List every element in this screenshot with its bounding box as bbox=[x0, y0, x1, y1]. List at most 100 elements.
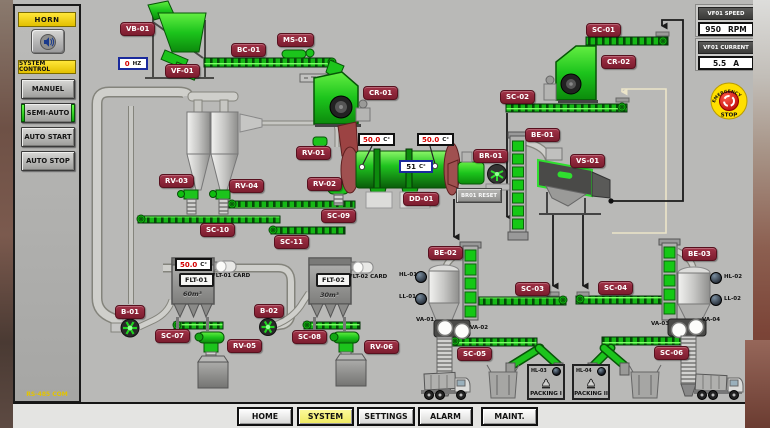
level-indicator-hl01 bbox=[415, 271, 427, 283]
valve-va02 bbox=[453, 322, 471, 340]
photo-border-corner bbox=[745, 340, 770, 428]
dust-bins bbox=[197, 353, 367, 389]
conveyor-sc10 bbox=[137, 215, 281, 224]
equipment-tag-rv-03: RV-03 bbox=[159, 174, 194, 188]
conveyor-sc02 bbox=[505, 103, 628, 113]
equipment-tag-sc-05: SC-05 bbox=[457, 347, 492, 361]
mini-label-va-03: VA-03 bbox=[651, 321, 670, 327]
mini-label-30m-: 30m³ bbox=[320, 291, 339, 299]
fan-b02 bbox=[259, 318, 277, 336]
crusher-cr02 bbox=[543, 45, 598, 103]
horn-header: HORN bbox=[18, 12, 76, 27]
equipment-tag-rv-04: RV-04 bbox=[229, 179, 264, 193]
equipment-tag-sc-07: SC-07 bbox=[155, 329, 190, 343]
equipment-tag-sc-11: SC-11 bbox=[274, 235, 309, 249]
packing-station-1: HL-03 PACKING I bbox=[527, 364, 565, 400]
conveyor-sc05 bbox=[451, 337, 538, 347]
photo-border-right bbox=[753, 0, 770, 428]
equipment-tag-vb-01: VB-01 bbox=[120, 22, 156, 36]
manuel-button[interactable]: MANUEL bbox=[21, 79, 75, 99]
vf01-speed-panel: VF01 SPEED 950 RPM bbox=[695, 4, 757, 37]
hl04-indicator bbox=[597, 367, 606, 376]
equipment-tag-bc-01: BC-01 bbox=[231, 43, 267, 57]
valve-va01 bbox=[436, 319, 454, 337]
hl03-label: HL-03 bbox=[531, 369, 547, 374]
mini-label-ll-01: LL-01 bbox=[399, 294, 416, 300]
equipment-tag-ms-01: MS-01 bbox=[277, 33, 314, 47]
horn-button[interactable] bbox=[31, 29, 65, 54]
vf01-speed-display: 950 RPM bbox=[698, 22, 754, 36]
equipment-tag-sc-01: SC-01 bbox=[586, 23, 621, 37]
mini-label-va-04: VA-04 bbox=[702, 317, 721, 323]
vf01-current-panel: VF01 CURRENT 5.5 A bbox=[695, 38, 757, 71]
emergency-stop-button[interactable]: EMERGENCY STOP bbox=[710, 82, 748, 120]
nav-settings[interactable]: SETTINGS bbox=[357, 407, 415, 426]
semi-auto-button[interactable]: SEMI-AUTO bbox=[21, 103, 75, 123]
equipment-tag-be-03: BE-03 bbox=[682, 247, 717, 261]
conveyor-sc06 bbox=[601, 336, 688, 346]
equipment-tag-sc-04: SC-04 bbox=[598, 281, 633, 295]
system-control-header: SYSTEM CONTROL bbox=[18, 60, 76, 74]
conveyors bbox=[137, 36, 688, 347]
cyclone-pair bbox=[177, 91, 263, 215]
equipment-tag-dd-01: DD-01 bbox=[403, 192, 440, 206]
truck-left bbox=[421, 371, 471, 400]
mini-label-hl-02: HL-02 bbox=[724, 274, 743, 280]
packing-station-2: HL-04 PACKING II bbox=[572, 364, 610, 400]
big-bags bbox=[486, 364, 662, 399]
mini-label-ll-02: LL-02 bbox=[724, 296, 741, 302]
crusher-cr01 bbox=[313, 59, 371, 127]
vf01-speed-value: 950 bbox=[705, 24, 721, 34]
equipment-tag-cr-01: CR-01 bbox=[363, 86, 399, 100]
equipment-tag-sc-02: SC-02 bbox=[500, 90, 535, 104]
com-status: RS-485 COM bbox=[26, 391, 68, 398]
mini-label-hl-01: HL-01 bbox=[399, 272, 418, 278]
equipment-tag-be-02: BE-02 bbox=[428, 246, 463, 260]
mini-label-va-02: VA-02 bbox=[470, 325, 489, 331]
hl04-label: HL-04 bbox=[576, 369, 592, 374]
feed-plates bbox=[546, 31, 670, 297]
equipment-tag-sc-03: SC-03 bbox=[515, 282, 550, 296]
vf01-current-display: 5.5 A bbox=[698, 56, 754, 70]
nav-alarm[interactable]: ALARM bbox=[418, 407, 473, 426]
fan-b01 bbox=[110, 318, 140, 338]
photo-border-left bbox=[0, 0, 13, 428]
level-indicator-ll02 bbox=[710, 294, 722, 306]
conveyor-sc08 bbox=[303, 321, 361, 330]
auto-start-button[interactable]: AUTO START bbox=[21, 127, 75, 147]
level-indicator-hl02 bbox=[710, 272, 722, 284]
flow-lines bbox=[453, 19, 684, 290]
equipment-tag-flt-01: FLT-01 bbox=[179, 273, 214, 287]
auto-stop-button[interactable]: AUTO STOP bbox=[21, 151, 75, 171]
estop-stop-text: STOP bbox=[721, 113, 738, 119]
nav-maint[interactable]: MAINT. bbox=[481, 407, 538, 426]
nav-home[interactable]: HOME bbox=[237, 407, 293, 426]
equipment-tag-b-02: B-02 bbox=[254, 304, 284, 318]
vf01-speed-unit: RPM bbox=[727, 24, 747, 34]
equipment-tag-rv-02: RV-02 bbox=[307, 177, 342, 191]
mini-label-va-01: VA-01 bbox=[416, 317, 435, 323]
equipment-tag-sc-08: SC-08 bbox=[292, 330, 327, 344]
equipment-tag-rv-01: RV-01 bbox=[296, 146, 331, 160]
silo-be02 bbox=[415, 264, 471, 397]
navigation-bar: HOME SYSTEM SETTINGS ALARM MAINT. bbox=[8, 402, 745, 428]
nav-system[interactable]: SYSTEM bbox=[297, 407, 354, 426]
equipment-tag-cr-02: CR-02 bbox=[601, 55, 637, 69]
vf01-current-title: VF01 CURRENT bbox=[698, 41, 754, 54]
bag-icon bbox=[542, 378, 550, 389]
equipment-tag-flt-02: FLT-02 bbox=[316, 273, 351, 287]
br01-reset-button[interactable]: BR01 RESET bbox=[456, 188, 502, 203]
hl03-indicator bbox=[552, 367, 561, 376]
bucket-elevator-be02 bbox=[459, 241, 482, 321]
vf01-speed-title: VF01 SPEED bbox=[698, 7, 754, 20]
truck-right bbox=[694, 373, 744, 400]
conveyor-sc03 bbox=[478, 296, 567, 306]
vf01-current-value: 5.5 bbox=[712, 58, 727, 68]
equipment-tag-sc-06: SC-06 bbox=[654, 346, 689, 360]
equipment-tag-b-01: B-01 bbox=[115, 305, 145, 319]
equipment-tag-sc-09: SC-09 bbox=[321, 209, 356, 223]
packing-spouts bbox=[505, 343, 630, 376]
